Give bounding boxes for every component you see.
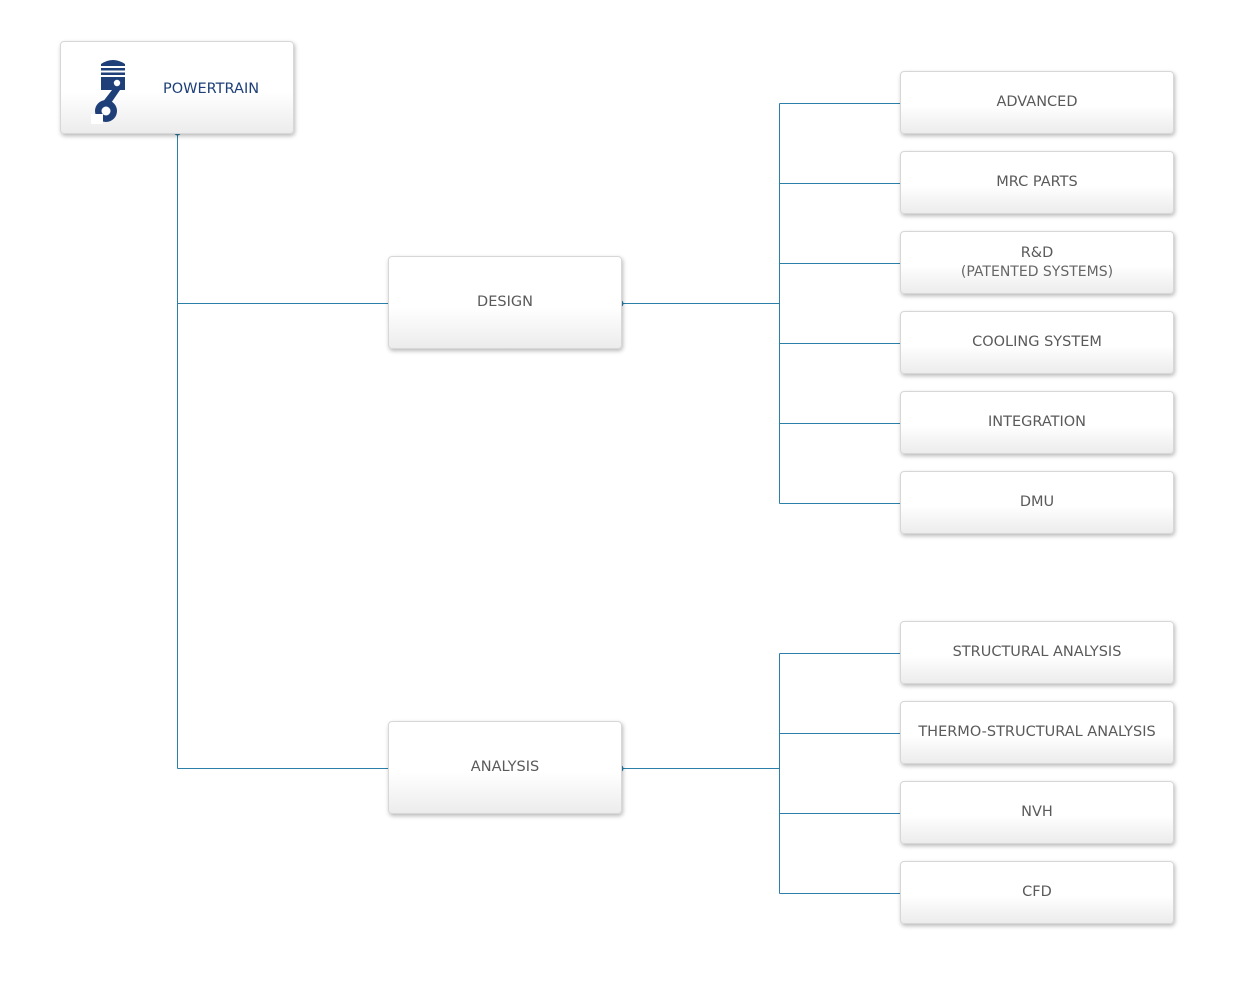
node-design-label: DESIGN — [477, 294, 533, 310]
piston-icon — [91, 60, 125, 124]
node-mrc-parts[interactable]: MRC PARTS — [900, 151, 1174, 214]
node-integration-label: INTEGRATION — [987, 414, 1087, 430]
node-rnd-label: R&D — [1020, 244, 1054, 261]
node-thermo-structural-analysis-label: THERMO-STRUCTURAL ANALYSIS — [918, 724, 1156, 740]
node-advanced[interactable]: ADVANCED — [900, 71, 1174, 134]
node-analysis-label: ANALYSIS — [470, 759, 540, 775]
node-integration[interactable]: INTEGRATION — [900, 391, 1174, 454]
node-analysis[interactable]: ANALYSIS — [388, 721, 622, 814]
node-cfd-label: CFD — [1022, 884, 1052, 900]
node-design[interactable]: DESIGN — [388, 256, 622, 349]
node-cooling-system[interactable]: COOLING SYSTEM — [900, 311, 1174, 374]
node-dmu-label: DMU — [1019, 494, 1055, 510]
node-advanced-label: ADVANCED — [996, 94, 1078, 110]
node-dmu[interactable]: DMU — [900, 471, 1174, 534]
node-mrc-parts-label: MRC PARTS — [996, 174, 1078, 190]
node-structural-analysis[interactable]: STRUCTURAL ANALYSIS — [900, 621, 1174, 684]
node-rnd-sublabel: (PATENTED SYSTEMS) — [960, 263, 1114, 280]
node-cfd[interactable]: CFD — [900, 861, 1174, 924]
node-thermo-structural-analysis[interactable]: THERMO-STRUCTURAL ANALYSIS — [900, 701, 1174, 764]
node-nvh[interactable]: NVH — [900, 781, 1174, 844]
node-rnd[interactable]: R&D (PATENTED SYSTEMS) — [900, 231, 1174, 294]
node-nvh-label: NVH — [1021, 804, 1053, 820]
node-powertrain[interactable]: POWERTRAIN — [60, 41, 294, 134]
node-powertrain-label: POWERTRAIN — [163, 81, 260, 97]
node-cooling-system-label: COOLING SYSTEM — [972, 334, 1102, 350]
node-structural-analysis-label: STRUCTURAL ANALYSIS — [952, 644, 1122, 660]
